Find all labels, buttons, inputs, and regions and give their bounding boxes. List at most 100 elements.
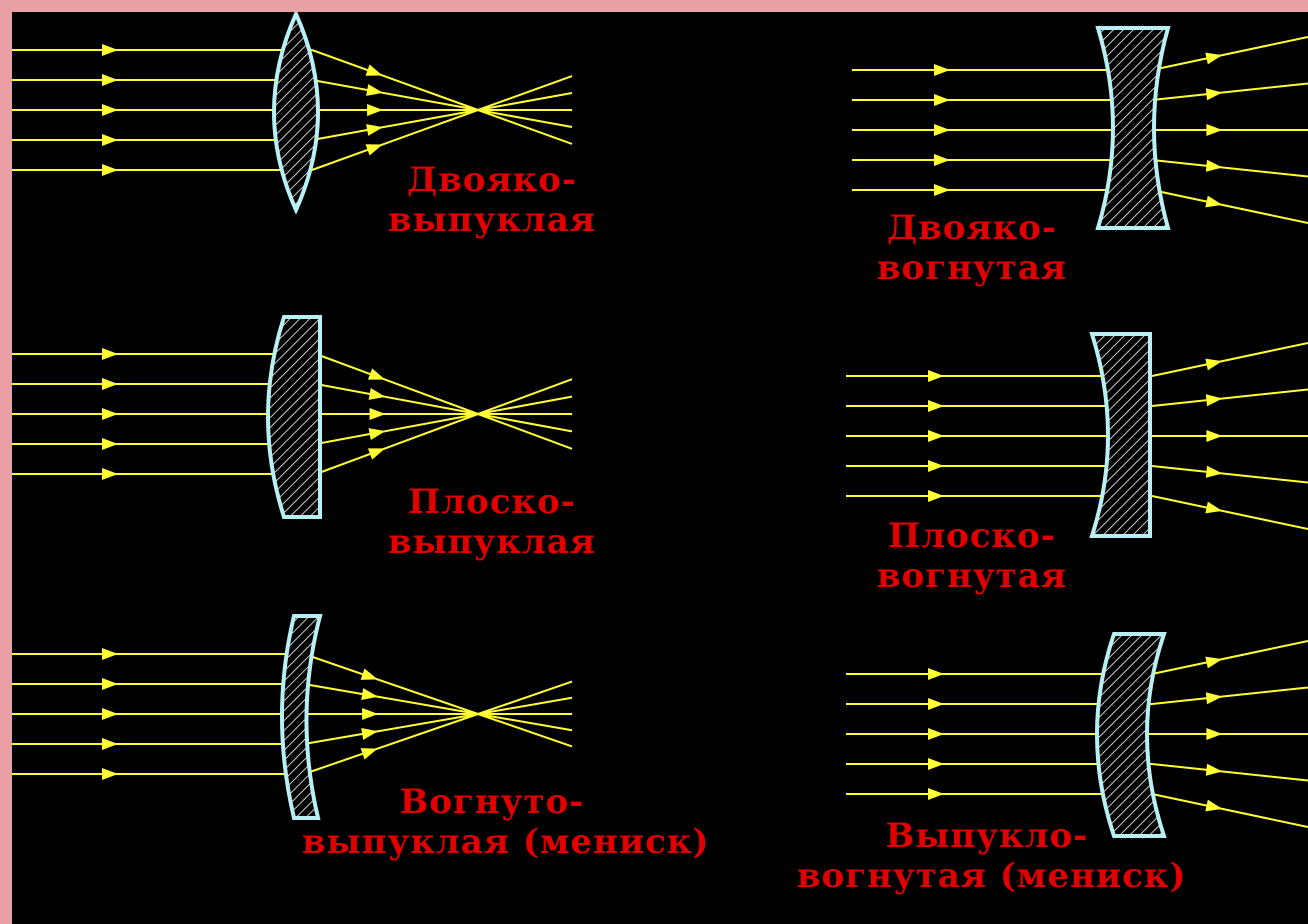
plano-concave-incoming-arrow xyxy=(928,370,944,382)
label-plano-concave: Плоско- вогнутая xyxy=(852,516,1092,596)
convex-concave-incoming-arrow xyxy=(928,698,944,710)
label-plano-convex-line2: выпуклая xyxy=(372,522,612,562)
plano-convex-refracted-arrow xyxy=(369,388,387,403)
label-concave-convex-line1: Вогнуто- xyxy=(302,782,682,822)
plano-concave-refracted-ray xyxy=(1152,496,1308,529)
biconcave-incoming-arrow xyxy=(934,154,950,166)
plano-concave-incoming-arrow xyxy=(928,430,944,442)
plano-convex-refracted-ray xyxy=(316,414,478,444)
plano-convex-refracted-arrow xyxy=(368,443,387,460)
concave-convex-diverging-ray xyxy=(478,714,572,730)
label-convex-concave-line2: вогнутая (мениск) xyxy=(797,856,1177,896)
biconvex-diverging-ray xyxy=(478,110,572,127)
concave-convex-refracted-arrow xyxy=(361,725,379,740)
plano-concave-refracted-arrow xyxy=(1206,466,1223,480)
concave-convex-refracted-arrow xyxy=(361,688,379,703)
concave-convex-diverging-ray xyxy=(478,682,572,714)
plano-concave-incoming-arrow xyxy=(928,400,944,412)
label-concave-convex: Вогнуто- выпуклая (мениск) xyxy=(302,782,682,862)
plano-convex-refracted-arrow xyxy=(368,368,387,385)
biconcave-refracted-arrow xyxy=(1206,87,1223,101)
label-plano-concave-line2: вогнутая xyxy=(852,556,1092,596)
plano-concave-refracted-arrow xyxy=(1205,355,1223,370)
concave-convex-refracted-ray xyxy=(304,684,478,714)
biconvex-incoming-arrow xyxy=(102,134,118,146)
label-plano-convex-line1: Плоско- xyxy=(372,482,612,522)
plano-convex-diverging-ray xyxy=(478,397,572,414)
convex-concave-incoming-arrow xyxy=(928,668,944,680)
biconcave-refracted-arrow xyxy=(1206,124,1222,136)
biconcave-refracted-ray xyxy=(1152,84,1308,101)
biconvex-diverging-ray xyxy=(478,76,572,110)
biconvex-refracted-arrow xyxy=(366,64,385,81)
biconcave-incoming-arrow xyxy=(934,94,950,106)
biconvex-refracted-ray xyxy=(312,110,478,140)
biconcave-incoming-arrow xyxy=(934,184,950,196)
plano-concave-incoming-arrow xyxy=(928,490,944,502)
convex-concave-incoming-arrow xyxy=(928,758,944,770)
plano-convex-incoming-arrow xyxy=(102,468,118,480)
label-convex-concave: Выпукло- вогнутая (мениск) xyxy=(797,816,1177,896)
biconcave-refracted-arrow xyxy=(1206,160,1223,174)
label-plano-convex: Плоско- выпуклая xyxy=(372,482,612,562)
biconcave-incoming-arrow xyxy=(934,124,950,136)
biconvex-incoming-arrow xyxy=(102,164,118,176)
biconcave-refracted-ray xyxy=(1152,160,1308,177)
convex-concave-refracted-ray xyxy=(1152,641,1308,674)
biconvex-refracted-ray xyxy=(312,80,478,110)
concave-convex-incoming-arrow xyxy=(102,648,118,660)
biconvex-incoming-arrow xyxy=(102,44,118,56)
biconcave-refracted-arrow xyxy=(1205,196,1223,211)
concave-convex-refracted-ray xyxy=(304,714,478,774)
label-biconvex: Двояко- выпуклая xyxy=(372,160,612,240)
label-biconcave-line2: вогнутая xyxy=(852,248,1092,288)
biconcave-refracted-arrow xyxy=(1205,49,1223,64)
plano-convex-incoming-arrow xyxy=(102,408,118,420)
convex-concave-incoming-arrow xyxy=(928,728,944,740)
plano-convex-diverging-ray xyxy=(478,414,572,431)
biconcave-refracted-ray xyxy=(1152,190,1308,223)
plano-convex-refracted-ray xyxy=(316,384,478,414)
plano-concave-refracted-arrow xyxy=(1206,393,1223,407)
concave-convex-incoming-arrow xyxy=(102,768,118,780)
diagram-canvas: Двояко- выпуклая Плоско- выпуклая Вогнут… xyxy=(12,12,1308,924)
concave-convex-refracted-arrow xyxy=(362,708,378,720)
plano-concave-incoming-arrow xyxy=(928,460,944,472)
biconvex-refracted-arrow xyxy=(366,121,384,136)
biconvex-refracted-arrow xyxy=(366,84,384,99)
convex-concave-refracted-arrow xyxy=(1206,728,1222,740)
biconcave-incoming-arrow xyxy=(934,64,950,76)
concave-convex-refracted-arrow xyxy=(361,743,380,760)
plano-convex-refracted-ray xyxy=(316,354,478,414)
plano-convex-diverging-ray xyxy=(478,379,572,414)
concave-convex-refracted-arrow xyxy=(361,669,380,686)
plano-convex-diverging-ray xyxy=(478,414,572,449)
biconcave-refracted-ray xyxy=(1152,37,1308,70)
plano-concave-refracted-arrow xyxy=(1205,502,1223,517)
label-biconcave-line1: Двояко- xyxy=(852,208,1092,248)
convex-concave-refracted-ray xyxy=(1152,764,1308,781)
plano-concave-refracted-ray xyxy=(1152,343,1308,376)
plano-concave-refracted-ray xyxy=(1152,466,1308,483)
biconcave-lens-icon xyxy=(1098,28,1168,228)
plano-concave-refracted-arrow xyxy=(1206,430,1222,442)
label-plano-concave-line1: Плоско- xyxy=(852,516,1092,556)
biconvex-incoming-arrow xyxy=(102,104,118,116)
concave-convex-incoming-arrow xyxy=(102,708,118,720)
convex-concave-incoming-arrow xyxy=(928,788,944,800)
label-biconvex-line1: Двояко- xyxy=(372,160,612,200)
convex-concave-refracted-arrow xyxy=(1206,691,1223,705)
plano-convex-lens-icon xyxy=(268,317,320,517)
biconvex-lens-icon xyxy=(274,14,318,210)
label-convex-concave-line1: Выпукло- xyxy=(797,816,1177,856)
convex-concave-refracted-ray xyxy=(1152,688,1308,705)
concave-convex-diverging-ray xyxy=(478,698,572,714)
biconvex-refracted-ray xyxy=(312,50,478,110)
concave-convex-incoming-arrow xyxy=(102,738,118,750)
concave-convex-refracted-ray xyxy=(304,654,478,714)
biconvex-incoming-arrow xyxy=(102,74,118,86)
plano-convex-incoming-arrow xyxy=(102,348,118,360)
plano-concave-refracted-ray xyxy=(1152,390,1308,407)
plano-convex-incoming-arrow xyxy=(102,378,118,390)
